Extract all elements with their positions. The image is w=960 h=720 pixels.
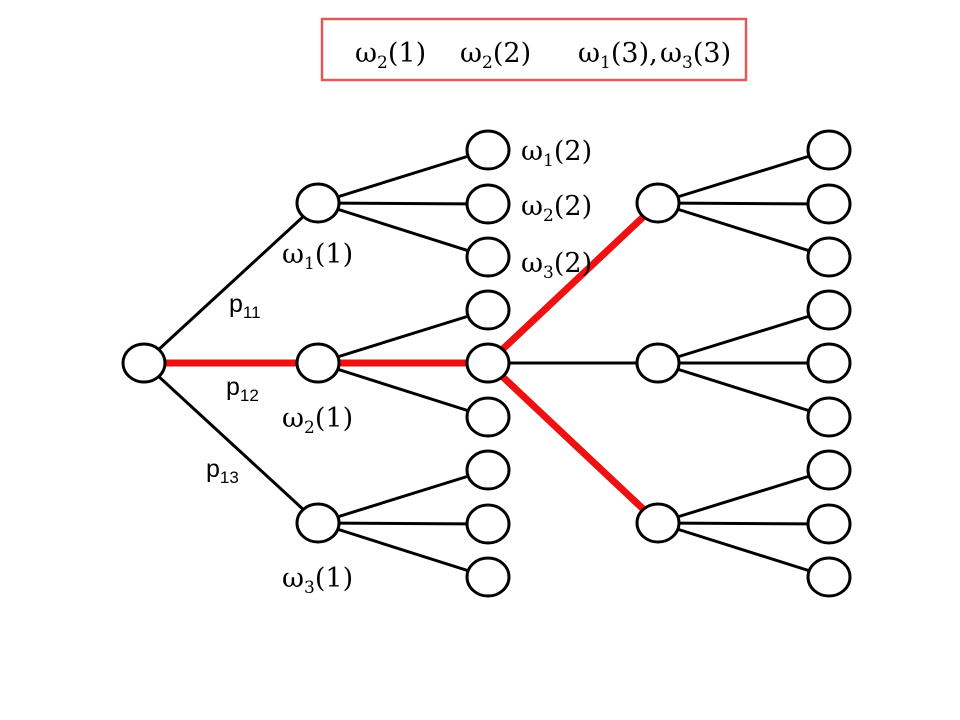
edge — [142, 361, 320, 525]
tree-node — [465, 183, 511, 225]
highlighted-path — [144, 200, 661, 526]
edge — [317, 308, 489, 365]
edge — [657, 308, 830, 365]
tree-node — [806, 236, 852, 278]
omega-labels: ω1(1) ω2(1) ω3(1) ω1(2) ω2(2) ω3(2) — [282, 136, 592, 598]
tree-node — [465, 342, 511, 384]
prob-label: p13 — [206, 455, 239, 487]
tree-node — [635, 182, 681, 224]
tree-node — [806, 129, 852, 171]
header-box — [320, 17, 748, 82]
tree-node — [806, 449, 852, 491]
edge — [317, 468, 489, 525]
prob-label: p11 — [229, 290, 261, 322]
edge — [317, 521, 489, 579]
tree-node — [806, 396, 852, 438]
header-item: ω2(1) — [355, 38, 426, 73]
omega-label: ω1(2) — [521, 136, 592, 171]
tree-node — [465, 449, 511, 491]
probability-labels: p11 p12 p13 — [206, 290, 261, 487]
prob-label: p12 — [226, 373, 259, 405]
omega-label: ω2(1) — [282, 403, 353, 438]
edges — [142, 148, 830, 579]
edge — [317, 148, 489, 205]
omega-label: ω2(2) — [521, 191, 592, 226]
header-item: ω2(2) — [460, 38, 531, 73]
tree-node — [295, 502, 341, 544]
highlighted-edge — [485, 360, 661, 526]
tree-node — [295, 182, 341, 224]
omega-label: ω3(2) — [521, 248, 592, 283]
edge — [657, 148, 830, 205]
omega-label: ω3(1) — [282, 563, 353, 598]
tree-node — [806, 183, 852, 225]
edge — [317, 201, 489, 206]
header-item: ω3(3) — [660, 38, 731, 73]
nodes — [121, 129, 852, 598]
edge — [317, 361, 489, 419]
tree-node — [806, 503, 852, 545]
edge — [657, 201, 830, 259]
tree-node — [465, 503, 511, 545]
omega-label: ω1(1) — [282, 239, 353, 274]
tree-node — [465, 236, 511, 278]
tree-node — [465, 556, 511, 598]
highlighted-edge — [485, 200, 661, 366]
edge — [657, 468, 830, 525]
tree-node — [806, 342, 852, 384]
edge — [317, 201, 489, 259]
tree-node — [635, 342, 681, 384]
edge — [657, 361, 830, 419]
tree-node — [635, 502, 681, 544]
tree-node — [465, 129, 511, 171]
tree-node — [121, 342, 167, 384]
edge — [657, 521, 830, 526]
tree-node — [465, 289, 511, 331]
edge — [657, 521, 830, 579]
tree-node — [806, 289, 852, 331]
tree-node — [806, 556, 852, 598]
edge — [142, 201, 320, 365]
tree-node — [465, 396, 511, 438]
edge — [657, 201, 830, 206]
tree-node — [295, 342, 341, 384]
edge — [317, 521, 489, 526]
header: ω2(1) ω2(2) ω1(3), ω3(3) — [320, 17, 748, 82]
header-item: ω1(3), — [578, 38, 658, 73]
